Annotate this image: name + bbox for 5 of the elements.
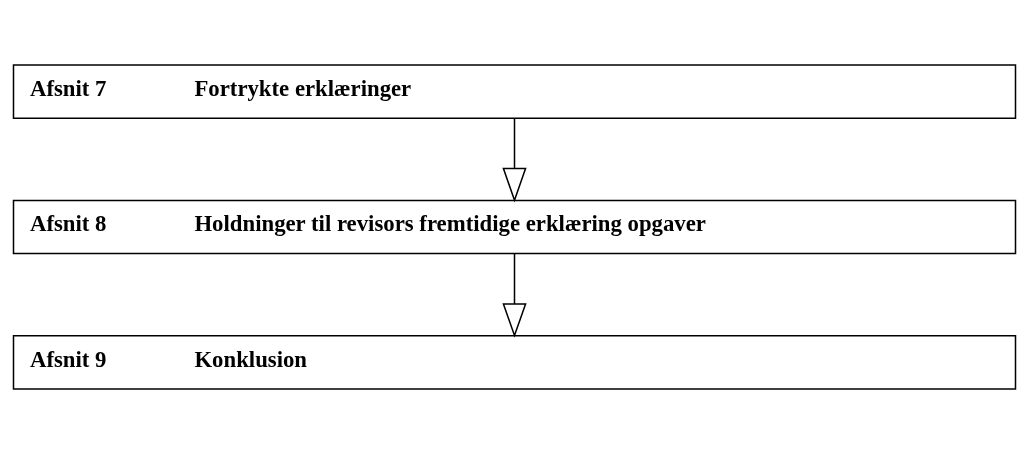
node-box: Afsnit 8 Holdninger til revisors fremtidige erklæring opgaver [12,199,1017,254]
node-box: Afsnit 9 Konklusion [12,334,1017,390]
node-box: Afsnit 7 Fortrykte erklæringer [12,63,1017,119]
arrow [502,252,527,338]
arrow [502,117,527,202]
